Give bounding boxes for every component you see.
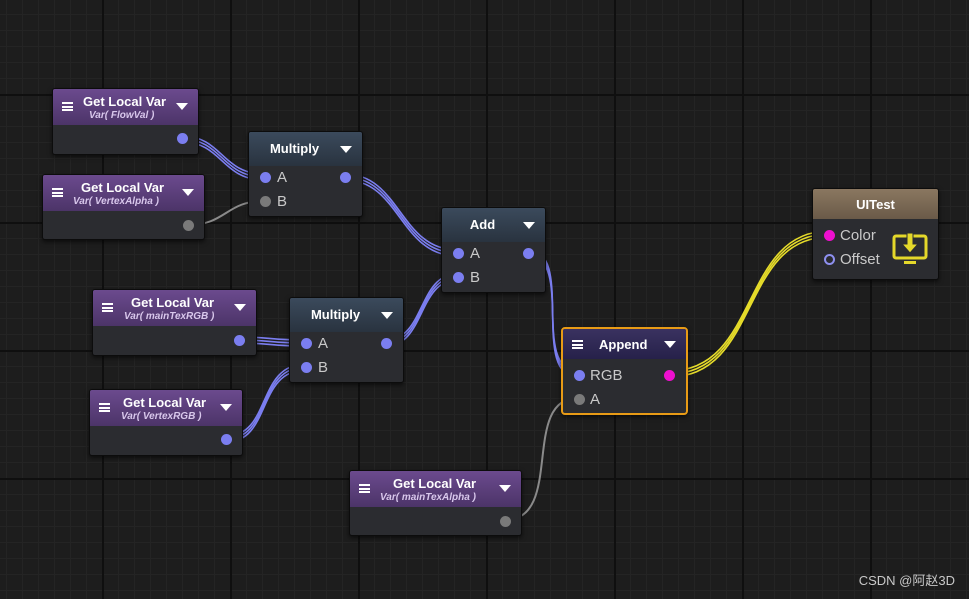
port-label-a: A [318, 335, 329, 352]
output-port[interactable] [221, 434, 232, 445]
node-get-local-var-maintexalpha[interactable]: Get Local Var Var( mainTexAlpha ) [349, 470, 522, 536]
menu-icon[interactable] [62, 102, 73, 111]
node-header[interactable]: Multiply [290, 298, 403, 332]
node-title: Get Local Var [83, 94, 167, 109]
chevron-down-icon[interactable] [381, 312, 393, 319]
port-label-a: A [590, 391, 601, 408]
port-label-b: B [277, 193, 288, 210]
node-title: Append [599, 337, 648, 352]
node-append[interactable]: Append RGB A [561, 327, 688, 415]
node-title: Multiply [310, 307, 361, 322]
port-label-a: A [470, 245, 481, 262]
node-header[interactable]: Multiply [249, 132, 362, 166]
input-port-rgb[interactable] [574, 370, 585, 381]
node-get-local-var-vertexalpha[interactable]: Get Local Var Var( VertexAlpha ) [42, 174, 205, 240]
chevron-down-icon[interactable] [499, 485, 511, 492]
node-subtitle: Var( VertexAlpha ) [73, 196, 159, 207]
input-port-a[interactable] [574, 394, 585, 405]
menu-icon[interactable] [99, 403, 110, 412]
output-port[interactable] [500, 516, 511, 527]
output-port[interactable] [234, 335, 245, 346]
port-label-b: B [470, 269, 481, 286]
port-label-a: A [277, 169, 288, 186]
chevron-down-icon[interactable] [176, 103, 188, 110]
port-label-b: B [318, 359, 329, 376]
chevron-down-icon[interactable] [340, 146, 352, 153]
watermark: CSDN @阿赵3D [858, 573, 955, 588]
download-monitor-icon [892, 233, 928, 264]
input-port-b[interactable] [301, 362, 312, 373]
output-port[interactable] [177, 133, 188, 144]
node-header[interactable]: UITest [813, 189, 938, 219]
output-port[interactable] [183, 220, 194, 231]
node-header[interactable]: Add [442, 208, 545, 242]
menu-icon[interactable] [52, 188, 63, 197]
port-label-color: Color [840, 227, 876, 244]
node-subtitle: Var( mainTexRGB ) [124, 311, 215, 322]
node-header[interactable]: Get Local Var Var( VertexRGB ) [90, 390, 242, 426]
chevron-down-icon[interactable] [220, 404, 232, 411]
node-title: Add [469, 217, 496, 232]
input-port-a[interactable] [260, 172, 271, 183]
node-title: Multiply [269, 141, 320, 156]
node-multiply-2[interactable]: Multiply A B [289, 297, 404, 383]
menu-icon[interactable] [572, 340, 583, 349]
menu-icon[interactable] [102, 303, 113, 312]
node-subtitle: Var( VertexRGB ) [121, 411, 202, 422]
chevron-down-icon[interactable] [234, 304, 246, 311]
wire-append-output [668, 230, 830, 378]
input-port-b[interactable] [260, 196, 271, 207]
port-label-offset: Offset [840, 251, 880, 268]
output-port[interactable] [381, 338, 392, 349]
input-port-color[interactable] [824, 230, 835, 241]
node-title: UITest [856, 197, 895, 212]
node-get-local-var-maintexrgb[interactable]: Get Local Var Var( mainTexRGB ) [92, 289, 257, 356]
node-title: Get Local Var [393, 476, 477, 491]
output-port[interactable] [340, 172, 351, 183]
node-title: Get Local Var [81, 180, 165, 195]
output-port[interactable] [664, 370, 675, 381]
node-title: Get Local Var [123, 395, 207, 410]
menu-icon[interactable] [359, 484, 370, 493]
input-port-a[interactable] [301, 338, 312, 349]
chevron-down-icon[interactable] [664, 341, 676, 348]
node-add[interactable]: Add A B [441, 207, 546, 293]
node-get-local-var-vertexrgb[interactable]: Get Local Var Var( VertexRGB ) [89, 389, 243, 456]
node-header[interactable]: Get Local Var Var( FlowVal ) [53, 89, 198, 125]
node-output-uitest[interactable]: UITest Color Offset [812, 188, 939, 280]
node-header[interactable]: Get Local Var Var( mainTexAlpha ) [350, 471, 521, 507]
wire-maintexalpha-append [504, 397, 579, 521]
input-port-b[interactable] [453, 272, 464, 283]
node-subtitle: Var( mainTexAlpha ) [380, 492, 476, 503]
node-header[interactable]: Append [563, 329, 686, 359]
node-multiply-1[interactable]: Multiply A B [248, 131, 363, 217]
node-header[interactable]: Get Local Var Var( mainTexRGB ) [93, 290, 256, 326]
port-label-rgb: RGB [590, 367, 623, 384]
node-title: Get Local Var [131, 295, 215, 310]
input-port-offset[interactable] [824, 254, 835, 265]
node-get-local-var-flowval[interactable]: Get Local Var Var( FlowVal ) [52, 88, 199, 155]
node-header[interactable]: Get Local Var Var( VertexAlpha ) [43, 175, 204, 211]
output-port[interactable] [523, 248, 534, 259]
input-port-a[interactable] [453, 248, 464, 259]
chevron-down-icon[interactable] [523, 222, 535, 229]
chevron-down-icon[interactable] [182, 189, 194, 196]
node-subtitle: Var( FlowVal ) [89, 110, 155, 121]
